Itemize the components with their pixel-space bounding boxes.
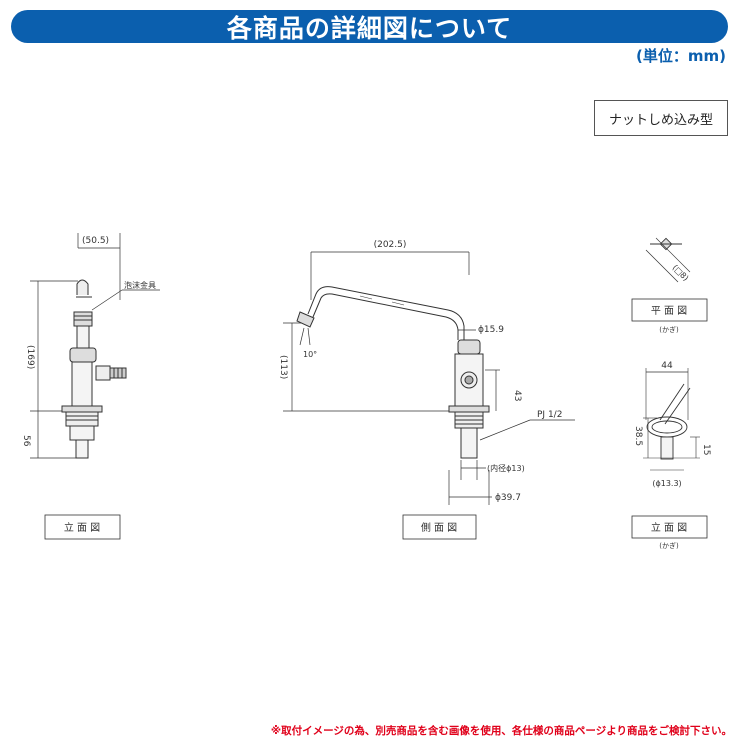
type-label: ナットしめ込み型	[608, 112, 713, 128]
key-elev-sub: (かぎ)	[659, 541, 679, 550]
key-plan-caption: 平 面 図	[651, 305, 687, 317]
key-plan-view	[645, 237, 691, 283]
side-angle: 10°	[303, 350, 317, 359]
key-elev-dim-diameter: (ϕ13.3)	[652, 479, 681, 488]
key-elevation-view	[643, 368, 700, 471]
front-dim-height: (169)	[25, 345, 35, 369]
side-dim-reach: (202.5)	[374, 240, 407, 250]
key-plan-dim: (□8)	[671, 263, 691, 283]
unit-label: (単位：mm)	[636, 47, 726, 65]
side-dim-pipe: ϕ15.9	[478, 325, 504, 335]
header-banner: 各商品の詳細図について	[11, 10, 728, 43]
front-caption: 立 面 図	[64, 521, 100, 534]
key-elev-caption-box: 立 面 図	[631, 515, 708, 539]
key-elev-dim-stem: 15	[701, 444, 711, 455]
side-dim-height: (113)	[278, 355, 288, 379]
side-thread: PJ 1/2	[537, 410, 562, 420]
page-title: 各商品の詳細図について	[226, 13, 513, 43]
side-dim-body: 43	[512, 390, 522, 401]
side-caption: 側 面 図	[421, 521, 457, 534]
footer-note: ※取付イメージの為、別売商品を含む画像を使用、各仕様の商品ページより商品をご検討…	[270, 725, 732, 737]
front-caption-box: 立 面 図	[44, 514, 121, 540]
side-caption-box: 側 面 図	[402, 514, 477, 540]
side-dim-inner: (内径ϕ13)	[487, 463, 525, 473]
key-elev-dim-width: 44	[661, 361, 673, 371]
front-view	[30, 233, 160, 459]
front-dim-lower: 56	[21, 435, 31, 447]
side-view	[283, 251, 575, 505]
key-plan-caption-box: 平 面 図	[631, 298, 708, 322]
key-elev-dim-height: 38.5	[633, 426, 643, 446]
side-dim-base: ϕ39.7	[495, 493, 521, 503]
key-plan-sub: (かぎ)	[659, 325, 679, 334]
type-label-box: ナットしめ込み型	[594, 100, 728, 136]
front-part-label: 泡沫金具	[124, 280, 156, 290]
front-dim-width: (50.5)	[82, 236, 109, 246]
key-elev-caption: 立 面 図	[651, 521, 687, 534]
